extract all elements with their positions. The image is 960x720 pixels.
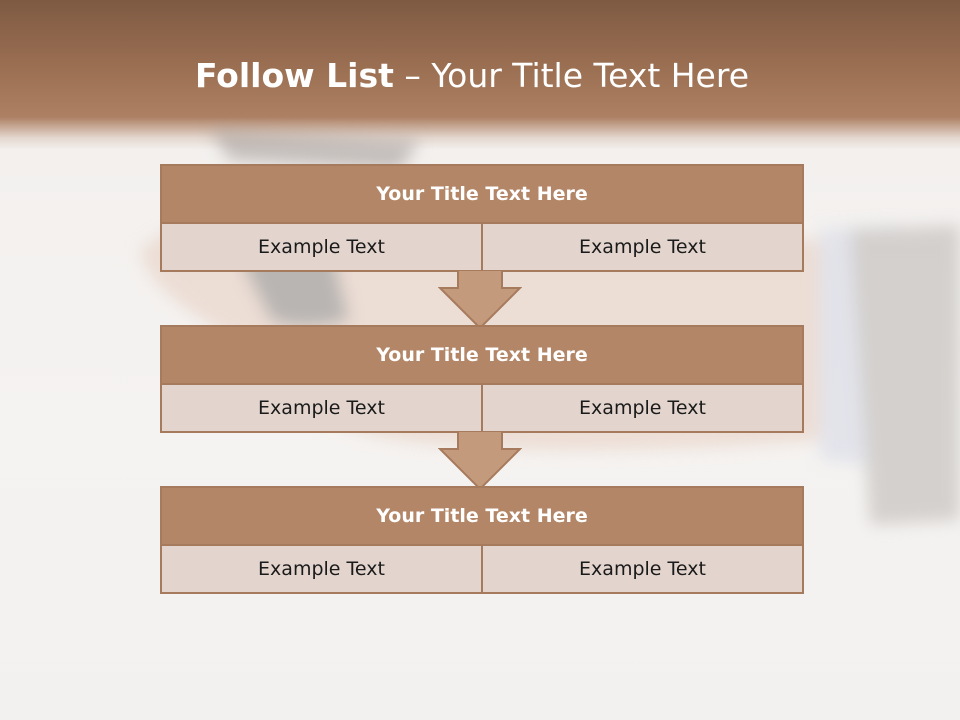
block-cell-left: Example Text <box>162 224 481 270</box>
block-cell-right: Example Text <box>481 546 802 592</box>
header-band <box>0 0 960 150</box>
block-title: Your Title Text Here <box>162 327 802 383</box>
block-row: Example Text Example Text <box>162 222 802 270</box>
block-cell-right: Example Text <box>481 385 802 431</box>
down-arrow-icon <box>438 270 522 330</box>
follow-block-1: Your Title Text Here Example Text Exampl… <box>160 164 804 272</box>
block-cell-left: Example Text <box>162 385 481 431</box>
title-bold: Follow List <box>194 56 394 95</box>
block-cell-left: Example Text <box>162 546 481 592</box>
block-row: Example Text Example Text <box>162 544 802 592</box>
block-title: Your Title Text Here <box>162 166 802 222</box>
title-rest: – Your Title Text Here <box>404 56 750 95</box>
slide-title: Follow List – Your Title Text Here <box>0 52 944 100</box>
block-title: Your Title Text Here <box>162 488 802 544</box>
down-arrow-icon <box>438 431 522 491</box>
follow-block-3: Your Title Text Here Example Text Exampl… <box>160 486 804 594</box>
block-row: Example Text Example Text <box>162 383 802 431</box>
follow-block-2: Your Title Text Here Example Text Exampl… <box>160 325 804 433</box>
block-cell-right: Example Text <box>481 224 802 270</box>
